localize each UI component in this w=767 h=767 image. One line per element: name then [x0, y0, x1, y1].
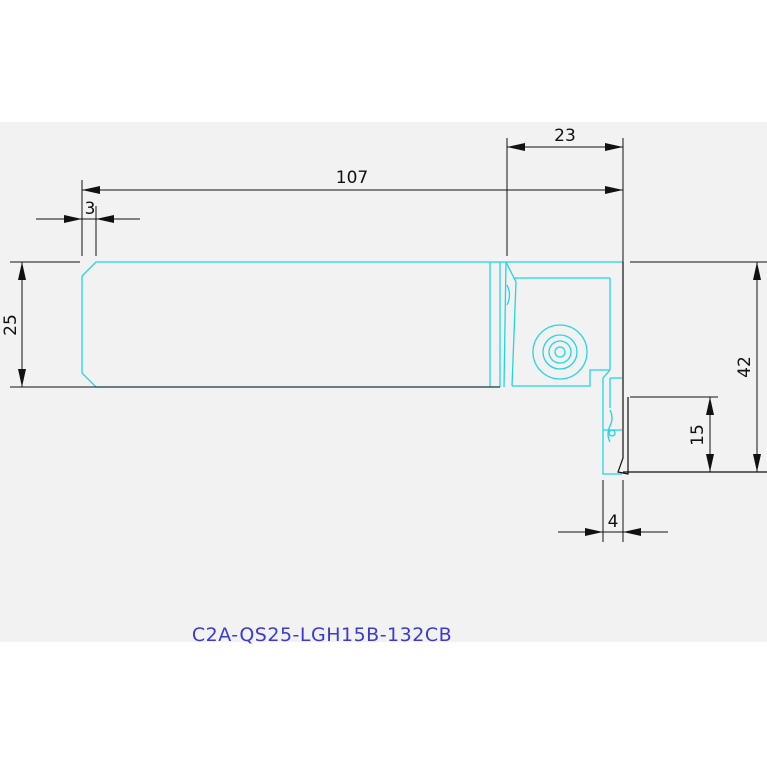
clamp-screw [532, 324, 588, 380]
part-number: C2A-QS25-LGH15B-132CB [192, 624, 452, 646]
dim-head-length: 23 [554, 126, 576, 146]
dim-total-height: 42 [735, 356, 755, 378]
drawing-sheet [0, 122, 767, 642]
dim-max-depth: 15 [688, 424, 708, 446]
dimension-lines [10, 138, 767, 542]
shank-outline [81, 261, 500, 388]
tool-outline [81, 261, 767, 475]
dim-blade-width: 4 [608, 512, 619, 532]
dim-shank-height: 25 [1, 314, 21, 336]
blade-edge [617, 262, 629, 475]
dim-chamfer: 3 [85, 199, 96, 219]
dim-overall-length: 107 [336, 168, 368, 188]
